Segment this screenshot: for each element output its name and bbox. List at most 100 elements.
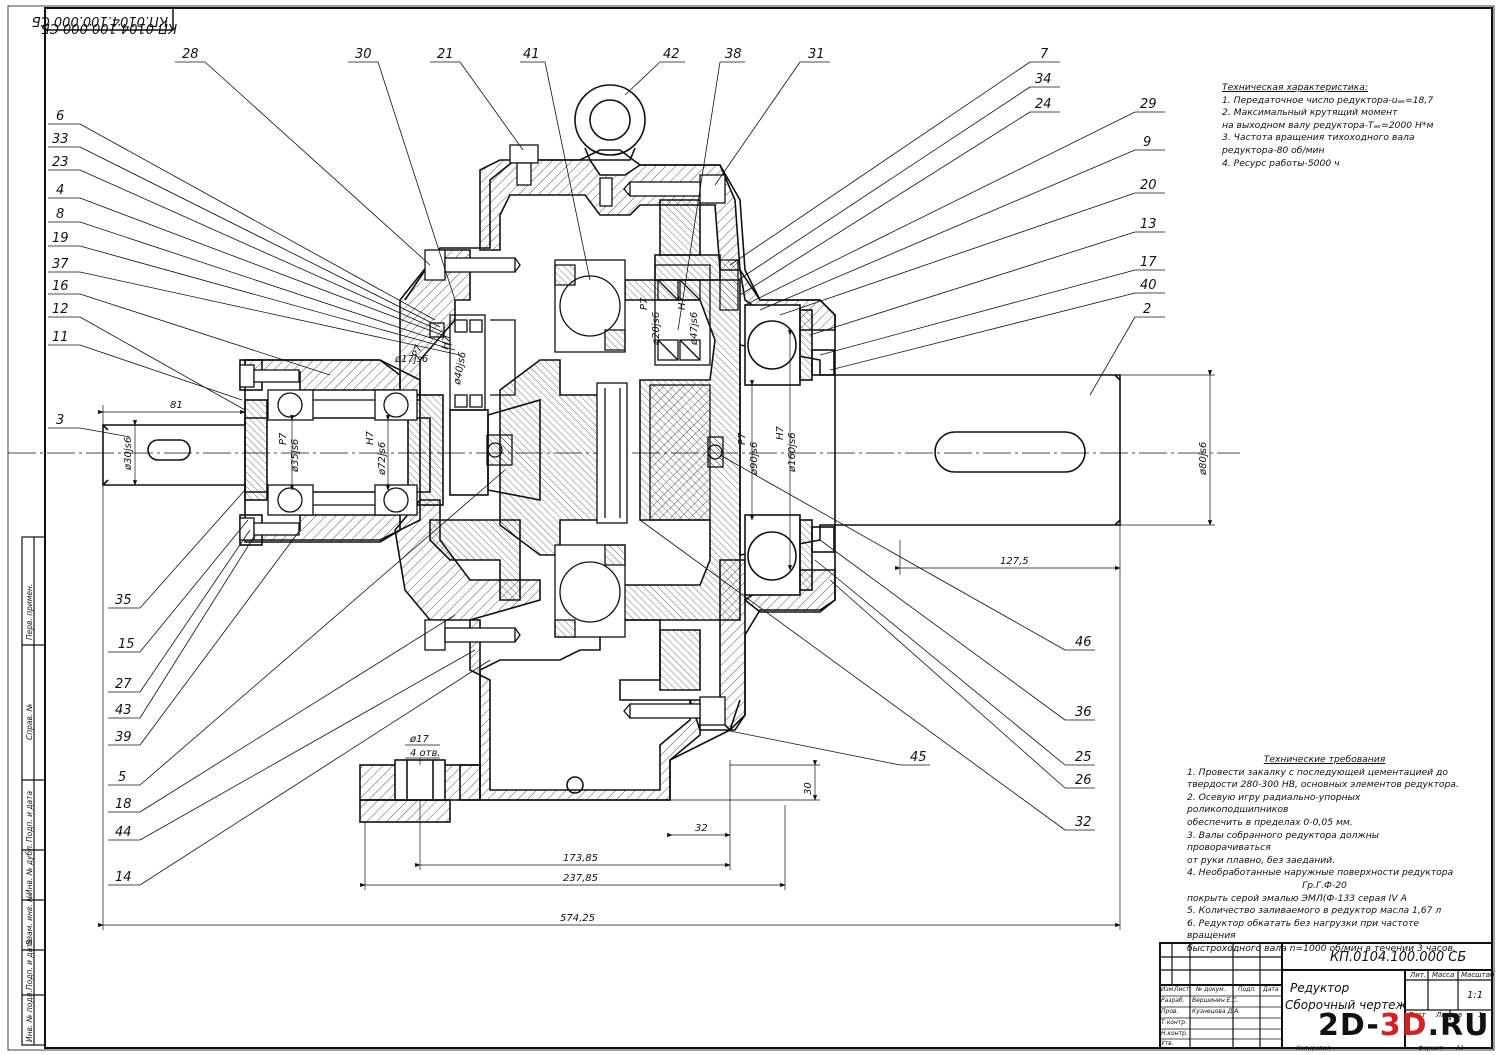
dim-fit47: ø47js6 — [689, 312, 700, 346]
callout-4: 4 — [56, 183, 64, 198]
dim-30: 30 — [803, 782, 814, 795]
col-sign: Подп. — [1238, 986, 1257, 993]
dim-fit17: ø17js6 — [394, 354, 428, 365]
col-list: Лист — [1174, 986, 1190, 993]
tech-specs: Техническая характеристика: 1. Передаточ… — [1222, 82, 1462, 170]
callout-36: 36 — [1075, 705, 1092, 720]
stamp-inv-podl: Инв. № подл. — [25, 990, 34, 1042]
callout-3: 3 — [56, 413, 64, 428]
dim-fit160: ø160js6 — [787, 432, 798, 473]
dim-81: 81 — [170, 400, 183, 411]
watermark-part1: 2D- — [1318, 1008, 1380, 1043]
callout-35: 35 — [115, 593, 132, 608]
watermark-logo: 2D-3D.RU — [1318, 1008, 1489, 1043]
role-nkontr: Н.контр. — [1161, 1030, 1188, 1037]
sheet-border-inner — [44, 7, 1493, 1049]
stamp-inv-dubl: Инв. № дубл. — [25, 843, 34, 895]
callout-numbers: 28 30 21 41 42 38 31 7 34 24 29 9 20 13 … — [52, 47, 1157, 885]
callout-13: 13 — [1140, 217, 1157, 232]
dim-fit160b: H7 — [775, 425, 786, 440]
role-prov: Пров. — [1161, 1008, 1179, 1015]
tech-specs-title: Техническая характеристика: — [1222, 82, 1368, 93]
dim-fit17b: P7 — [410, 343, 425, 359]
dim-shaft-in: ø30js6 — [123, 437, 134, 471]
dim-237: 237,85 — [563, 873, 598, 884]
callout-37: 37 — [52, 257, 69, 272]
top-code-box — [44, 7, 174, 31]
doc-code: КП.0104.100.000 СБ — [1330, 950, 1467, 965]
callout-27: 27 — [115, 677, 132, 692]
requirement-line: от руки плавно, без заеданий. — [1187, 854, 1336, 866]
sheets-value: 1 — [1478, 1011, 1483, 1019]
lit-label: Лит. — [1410, 971, 1427, 979]
callout-43: 43 — [115, 703, 132, 718]
top-code-text: КП.0104.100.000 СБ — [41, 20, 177, 35]
callout-12: 12 — [52, 302, 69, 317]
callout-8: 8 — [56, 207, 64, 222]
dim-fit72: ø72js6 — [377, 442, 388, 476]
bearings-input — [267, 389, 418, 516]
callout-25: 25 — [1075, 750, 1092, 765]
stamp-vzam-inv: Взам. инв. № — [25, 894, 34, 945]
tech-spec-line: редуктора-80 об/мин — [1222, 144, 1325, 156]
callout-17: 17 — [1140, 255, 1157, 270]
sheet-label: Лист — [1408, 1011, 1426, 1019]
tech-requirements: Технические требования 1. Провести закал… — [1187, 754, 1462, 956]
dim-fit20: ø20js6 — [651, 312, 662, 346]
planet-bearings — [429, 259, 739, 638]
callout-9: 9 — [1143, 135, 1151, 150]
callout-38: 38 — [725, 47, 742, 62]
callout-16: 16 — [52, 279, 69, 294]
role-utv: Утв. — [1161, 1040, 1174, 1047]
dim-fit20b: P7 — [639, 297, 650, 310]
format-label: Формат — [1418, 1045, 1443, 1052]
scale-value: 1:1 — [1467, 990, 1484, 1001]
col-date: Дата — [1263, 986, 1279, 993]
side-stamp — [21, 536, 46, 1046]
callout-31: 31 — [808, 47, 825, 62]
requirement-line: 6. Редуктор обкатать без нагрузки при ча… — [1187, 917, 1420, 942]
callout-30: 30 — [355, 47, 372, 62]
input-shaft — [102, 398, 541, 501]
callout-23: 23 — [52, 155, 69, 170]
callout-6: 6 — [56, 109, 64, 124]
callout-45: 45 — [910, 750, 927, 765]
dimension-lines — [98, 330, 1215, 930]
tech-spec-line: 3. Частота вращения тихоходного вала — [1222, 132, 1415, 144]
dim-fit90b: P7 — [737, 432, 748, 445]
stamp-podp-data-2: Подп. и дата — [25, 938, 34, 990]
top-code-label: КП.0104.100.000 СБ — [31, 13, 168, 28]
callout-24: 24 — [1035, 97, 1052, 112]
requirement-line: 2. Осевую игру радиально-упорных роликоп… — [1187, 791, 1361, 816]
dim-hole: ø17 — [409, 734, 429, 745]
leader-lines — [48, 61, 1165, 886]
callout-21: 21 — [437, 47, 454, 62]
dim-127: 127,5 — [1000, 556, 1029, 567]
requirement-line: быстроходного вала n=1000 об/мин в течен… — [1187, 942, 1456, 954]
requirement-line: 1. Провести закалку с последующей цемент… — [1187, 766, 1449, 778]
role-razrab: Разраб. — [1161, 997, 1185, 1004]
drawing-name-2: Сборочный чертеж — [1285, 998, 1407, 1012]
requirement-line: 3. Валы собранного редуктора должны пров… — [1187, 829, 1380, 854]
dim-fit35: ø35js6 — [290, 439, 301, 473]
col-izm: Изм. — [1161, 986, 1176, 993]
callout-20: 20 — [1140, 178, 1157, 193]
dim-32: 32 — [695, 823, 708, 834]
person-1: Вершинин Е.С. — [1192, 997, 1239, 1004]
sheets-label: Листов — [1436, 1011, 1463, 1019]
tech-spec-line: 1. Передаточное число редуктора-uₐₑ=18,7 — [1222, 94, 1434, 106]
callout-5: 5 — [118, 770, 126, 785]
callout-32: 32 — [1075, 815, 1092, 830]
callout-15: 15 — [118, 637, 135, 652]
dimension-texts: 81 127,5 32 173,85 237,85 574,25 30 ø17 … — [123, 295, 1209, 924]
callout-39: 39 — [115, 730, 132, 745]
stamp-perv-primen: Перв. примен. — [25, 583, 34, 640]
callout-42: 42 — [663, 47, 680, 62]
bolts — [239, 144, 726, 726]
col-docnum: № докум. — [1196, 986, 1226, 993]
tech-spec-line: 2. Максимальный крутящий момент — [1222, 107, 1398, 119]
role-tkontr: Т.контр. — [1161, 1019, 1188, 1026]
stamp-sprav: Справ. № — [25, 703, 34, 741]
drawing-name-1: Редуктор — [1290, 981, 1350, 995]
